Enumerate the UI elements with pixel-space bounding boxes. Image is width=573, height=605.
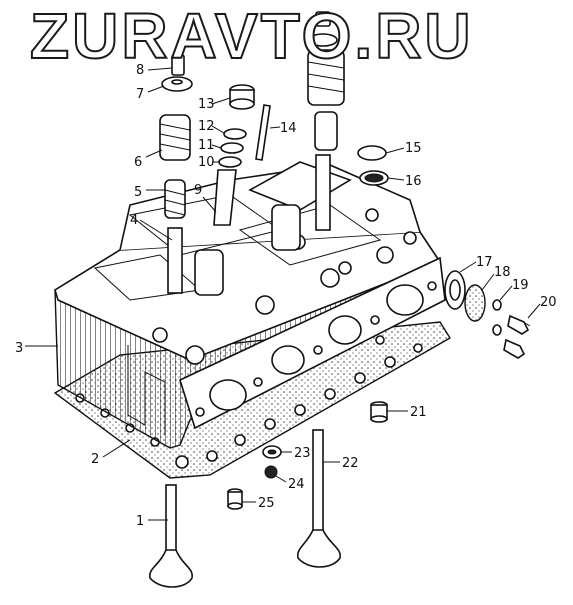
valve-guides: [167, 154, 331, 294]
part-label-7: 7: [136, 87, 144, 102]
outer-valve-spring: [159, 114, 191, 161]
part-label-2: 2: [91, 452, 99, 467]
watermark-logo: ZURAVTO.RU: [29, 0, 474, 72]
intake-valve: [149, 484, 193, 588]
part-label-14: 14: [280, 121, 297, 136]
part-label-4: 4: [130, 213, 138, 228]
part-label-3: 3: [15, 341, 23, 356]
part-label-6: 6: [134, 155, 142, 170]
part-label-8: 8: [136, 63, 144, 78]
part-label-15: 15: [405, 141, 422, 156]
cylinder-head-block: [54, 161, 442, 449]
part-labels: 1 2 3 4 5 6 7 8 9 10 11 12 13 14 15 16 1…: [15, 63, 557, 529]
part-label-23: 23: [294, 446, 311, 461]
part-label-12: 12: [198, 119, 215, 134]
part-label-13: 13: [198, 97, 215, 112]
valve-cap: [229, 84, 255, 110]
part-label-11: 11: [198, 138, 215, 153]
washers: [492, 299, 502, 336]
head-valve-springs: [194, 204, 301, 296]
part-label-17: 17: [476, 255, 493, 270]
inner-valve-spring: [164, 179, 186, 219]
part-label-20: 20: [540, 295, 557, 310]
part-label-25: 25: [258, 496, 275, 511]
leader-lines: [25, 67, 541, 521]
upper-valve-springs: [307, 11, 345, 151]
part-label-10: 10: [198, 155, 215, 170]
bushing-21: [370, 401, 388, 423]
part-label-16: 16: [405, 174, 422, 189]
part-label-21: 21: [410, 405, 427, 420]
part-label-19: 19: [512, 278, 529, 293]
side-cover: [464, 284, 486, 322]
bushing-24: [264, 465, 278, 479]
manifold-flange: [179, 256, 446, 430]
bushing-25: [227, 488, 243, 510]
spring-plate: [161, 76, 193, 92]
part-label-18: 18: [494, 265, 511, 280]
valve-cotters: [171, 54, 185, 76]
exhaust-valve: [296, 429, 341, 568]
pushrod: [255, 104, 271, 161]
bushing-23: [262, 445, 282, 459]
bolts: [503, 314, 531, 359]
part-label-1: 1: [136, 514, 144, 529]
part-label-5: 5: [134, 185, 142, 200]
o-rings: [218, 128, 247, 168]
part-label-9: 9: [194, 183, 202, 198]
part-label-22: 22: [342, 456, 359, 471]
part-label-24: 24: [288, 477, 305, 492]
side-cover-gasket: [444, 270, 466, 310]
expansion-plugs: [357, 145, 389, 186]
